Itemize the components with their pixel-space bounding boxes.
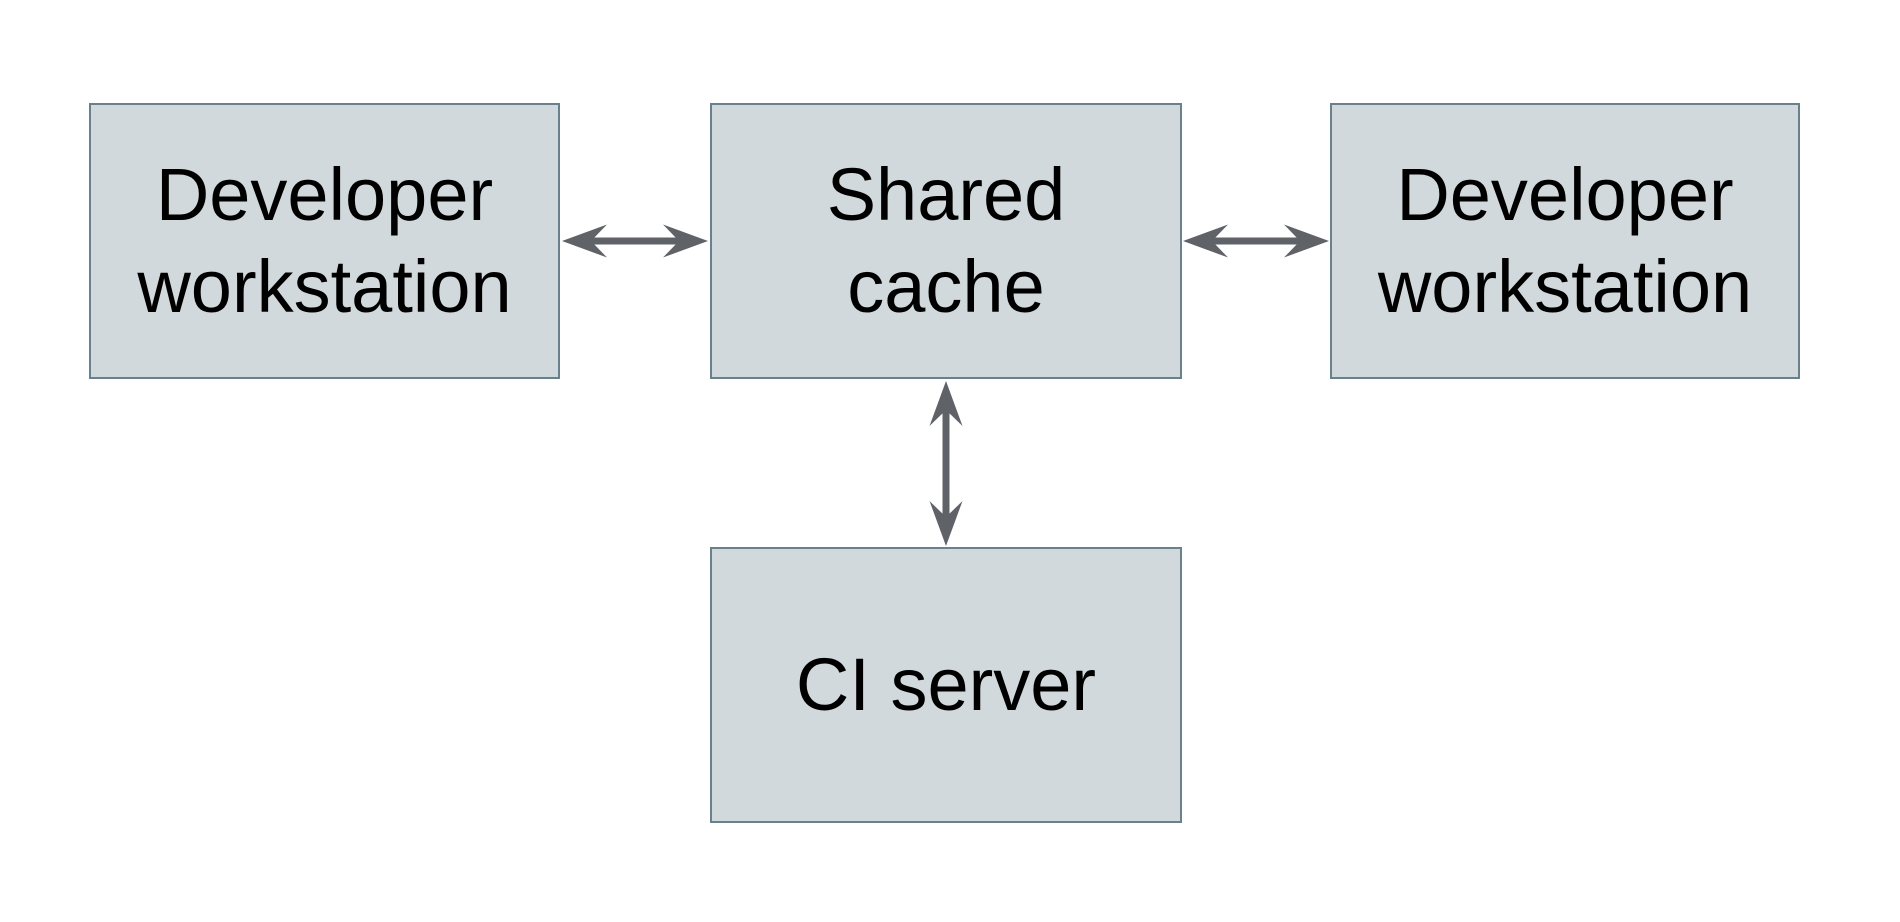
node-label-developer-workstation-right: Developer workstation — [1377, 152, 1753, 329]
node-shared-cache: Shared cache — [710, 103, 1182, 379]
node-label-shared-cache: Shared cache — [826, 152, 1066, 329]
node-developer-workstation-left: Developer workstation — [89, 103, 560, 379]
node-ci-server: CI server — [710, 547, 1182, 823]
bidirectional-arrow-right-icon — [1183, 224, 1329, 258]
bidirectional-arrow-left-icon — [562, 224, 708, 258]
bidirectional-arrow-vertical-icon — [929, 381, 963, 546]
node-label-developer-workstation-left: Developer workstation — [137, 152, 512, 329]
node-developer-workstation-right: Developer workstation — [1330, 103, 1800, 379]
node-label-ci-server: CI server — [795, 642, 1097, 726]
